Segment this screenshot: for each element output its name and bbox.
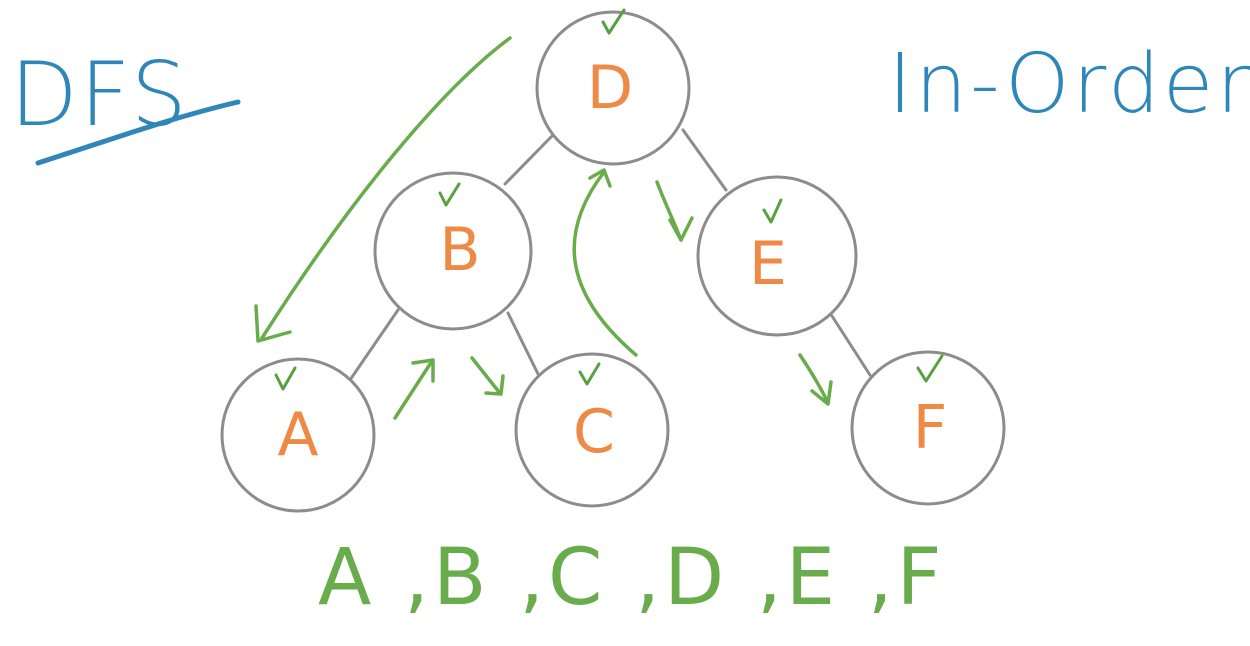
traversal-sequence-text: A ,B ,C ,D ,E ,F [318,533,945,623]
edge-e-f [830,314,872,377]
traversal-arrow-e-to-f [798,353,833,406]
traversal-arrow-c-to-d [572,168,638,357]
title-text: DFS [10,43,189,146]
node-e: E [696,175,858,337]
node-e-label: E [749,229,787,299]
arrowhead-icon [254,304,292,343]
node-f-check-icon [916,354,944,383]
traversal-arrow-d-to-a [254,36,512,343]
traversal-type-text: In-Order [888,37,1250,132]
node-d-circle [535,10,691,166]
node-e-circle [696,175,858,337]
traversal-path-b-to-c [470,356,501,394]
traversal-arrow-b-to-c [470,356,505,396]
arrowhead-icon [411,358,435,383]
edge-b-a [348,308,400,382]
node-d-check-icon [601,8,626,35]
node-b-circle [373,171,533,331]
node-a-check-icon [274,366,297,391]
node-a: A [220,357,376,513]
traversal-path-c-to-d [572,170,638,357]
edge-d-e [681,128,728,192]
node-f-circle [850,350,1006,506]
traversal-arrow-a-to-b [393,358,435,420]
node-c: C [514,352,670,508]
traversal-path-e-to-f [798,353,830,405]
node-f-label: F [913,393,948,463]
node-e-check-icon [762,198,783,224]
node-d-label: D [587,53,633,123]
arrowhead-icon [810,380,833,406]
node-c-check-icon [578,362,601,386]
node-a-label: A [277,400,318,470]
arrowhead-icon [484,374,505,396]
node-a-circle [220,357,376,513]
node-d: D [535,8,691,166]
traversal-arrow-d-to-e [655,180,694,242]
edge-d-b [503,134,554,186]
arrowhead-icon [668,216,694,242]
traversal-path-a-to-b [393,359,434,420]
node-c-label: C [573,397,615,467]
node-c-circle [514,352,670,508]
title-underline [35,99,241,166]
node-f: F [850,350,1006,506]
node-b: B [373,171,533,331]
node-b-label: B [439,215,480,285]
arrowhead-icon [588,168,612,188]
traversal-path-d-to-a [260,36,512,340]
node-b-check-icon [438,182,461,207]
edge-b-c [506,311,542,380]
